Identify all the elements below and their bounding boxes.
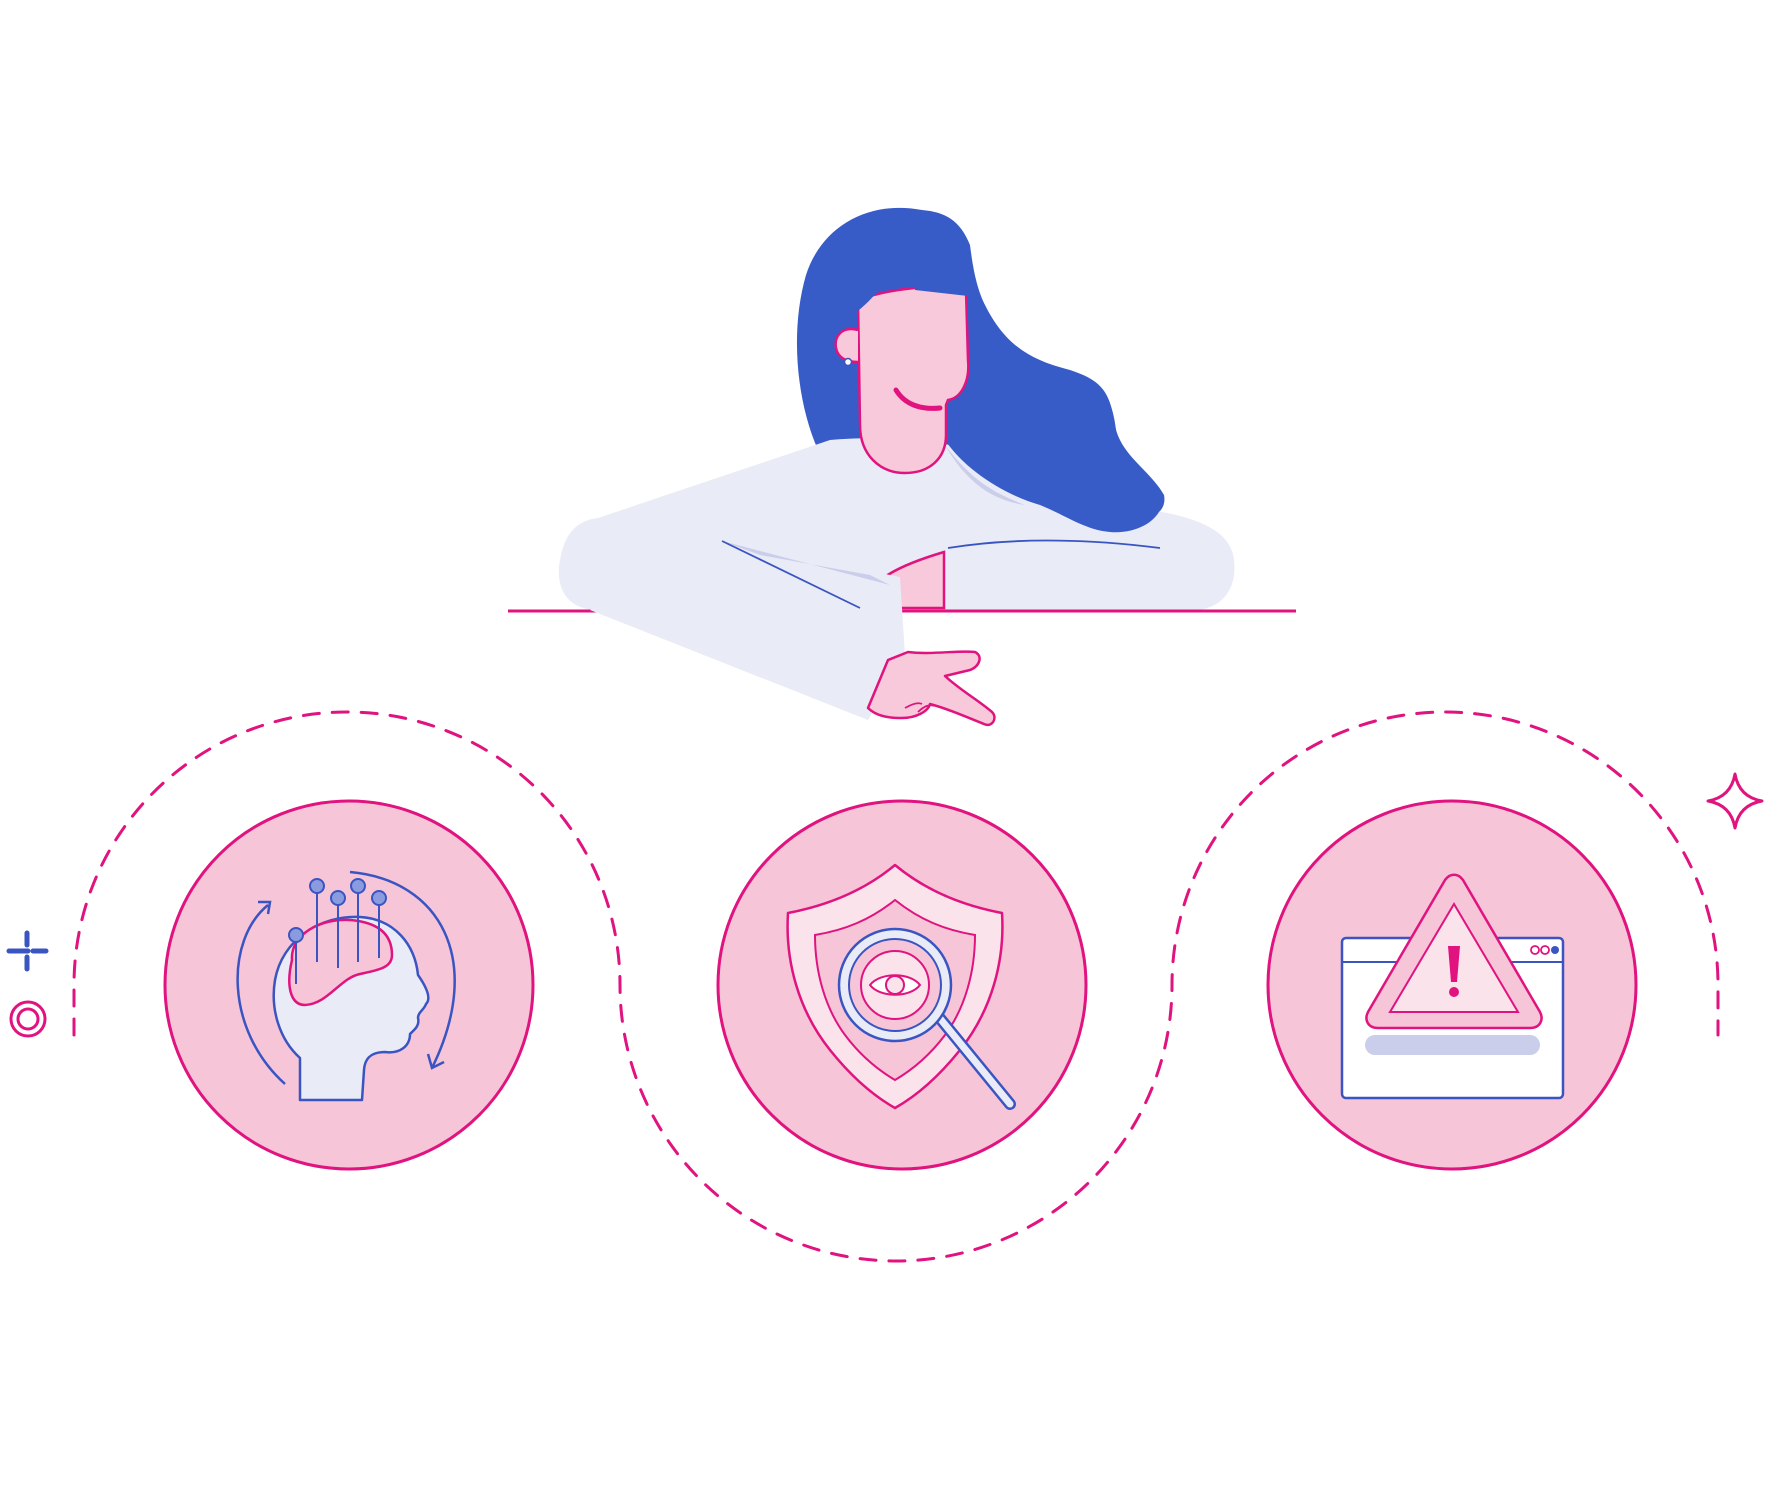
hair-front xyxy=(936,320,1162,533)
plus-sparkle-icon xyxy=(6,930,49,972)
arm-edge xyxy=(721,540,861,609)
smile xyxy=(893,387,943,411)
pointing-hand xyxy=(866,650,996,727)
step-1-circle xyxy=(163,799,535,1171)
arm-shadow xyxy=(722,541,890,585)
brain-head-icon xyxy=(236,870,456,1102)
finger-lines xyxy=(904,702,935,713)
person-illustration xyxy=(508,207,1296,727)
hair-bang xyxy=(825,211,968,320)
four-point-star-icon xyxy=(1706,772,1764,830)
ring-icon xyxy=(9,1000,47,1038)
step-3-circle xyxy=(1266,799,1638,1171)
browser-warning-icon xyxy=(1340,873,1565,1100)
shield-magnifier-eye-icon xyxy=(786,863,1016,1110)
step-2-circle xyxy=(716,799,1088,1171)
sleeve-fold xyxy=(947,539,1161,549)
dashed-connector xyxy=(72,710,1720,1263)
pointing-arm xyxy=(590,541,905,720)
earring xyxy=(843,357,853,367)
